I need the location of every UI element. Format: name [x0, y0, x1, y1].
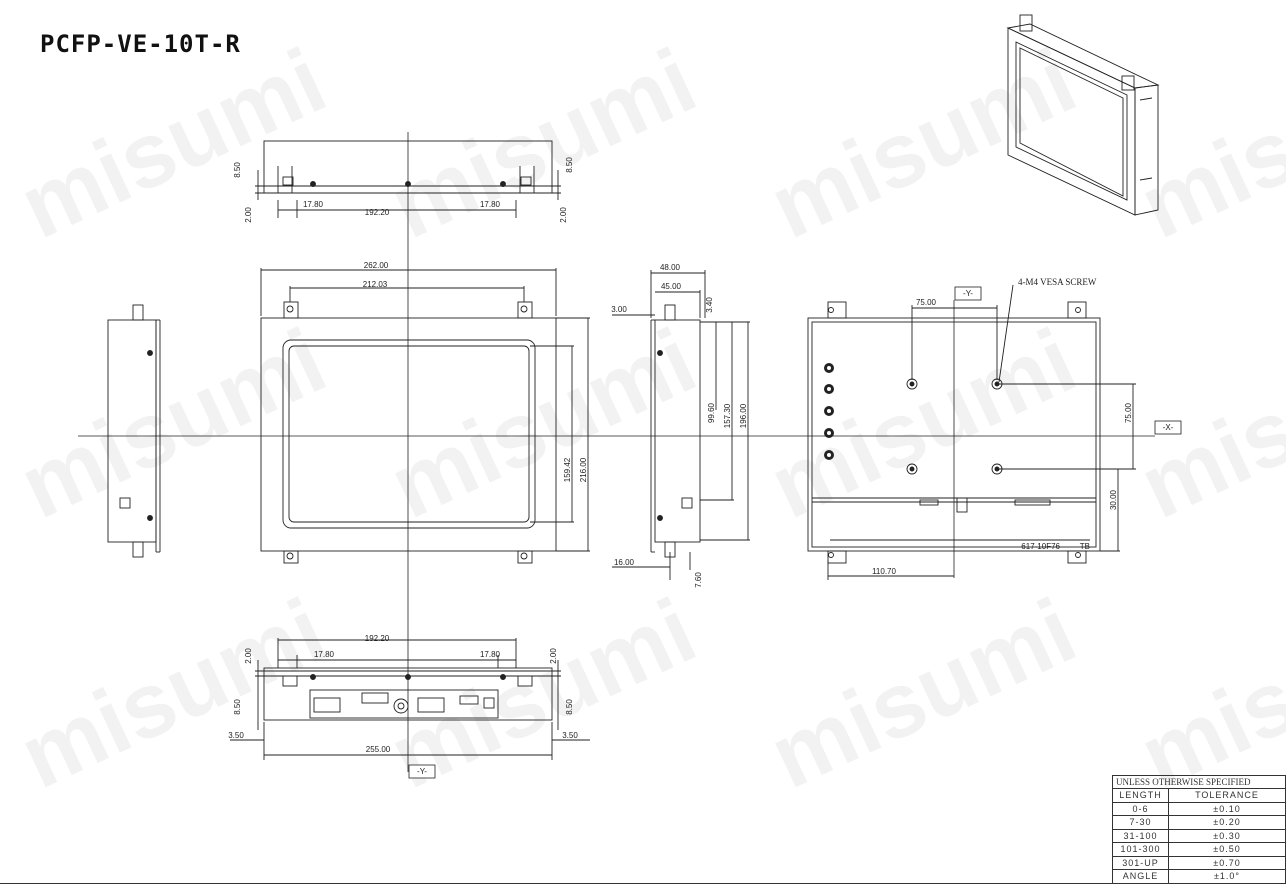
dim-label: 8.50: [233, 162, 242, 178]
length-cell: 7-30: [1113, 816, 1169, 829]
tolerance-row: 101-300 ±0.50: [1113, 843, 1285, 857]
dim-label: 2.00: [559, 207, 568, 223]
dim-label: 75.00: [916, 298, 937, 307]
rear-connectors: [824, 363, 834, 460]
length-column-header: LENGTH: [1113, 789, 1169, 802]
watermark: misumi: [375, 310, 710, 539]
watermark: misumi: [755, 310, 1090, 539]
tolerance-cell: ±0.10: [1213, 803, 1241, 814]
tb-label: TB: [1080, 542, 1090, 551]
dim-label: 8.50: [233, 699, 242, 715]
length-cell: 301-UP: [1113, 856, 1169, 869]
watermark: misumi: [1125, 580, 1286, 809]
top-view: [255, 140, 561, 218]
tolerance-row: 31-100 ±0.30: [1113, 829, 1285, 843]
dim-label: 3.00: [611, 305, 627, 314]
length-cell: 101-300: [1113, 843, 1169, 856]
dim-label: 48.00: [660, 263, 681, 272]
axis-y-label: -Y-: [417, 767, 427, 776]
center-lines: [78, 132, 1155, 772]
watermark: misumi: [755, 580, 1090, 809]
dim-label: 2.00: [549, 648, 558, 664]
rear-view: [807, 284, 1136, 580]
dim-label: 192.20: [365, 634, 390, 643]
vesa-screw-holes: [906, 378, 1003, 475]
watermark: misumi: [5, 310, 340, 539]
dim-label: 30.00: [1109, 489, 1118, 510]
dim-label: 110.70: [872, 567, 896, 576]
dim-label: 2.00: [244, 648, 253, 664]
watermarks: misumi misumi misumi misumi misumi misum…: [5, 30, 1286, 809]
title-block-border: [0, 883, 1286, 884]
dim-label: 159.42: [563, 457, 572, 482]
watermark: misumi: [375, 30, 710, 259]
watermark: misumi: [755, 30, 1090, 259]
dim-label: 255.00: [366, 745, 391, 754]
part-mark-label: 617-10F76: [1021, 542, 1060, 551]
tolerance-header: UNLESS OTHERWISE SPECIFIED: [1113, 776, 1285, 789]
tolerance-cell: ±0.50: [1213, 844, 1241, 854]
tolerance-table: UNLESS OTHERWISE SPECIFIED LENGTH TOLERA…: [1112, 775, 1286, 884]
tolerance-cell: ±0.70: [1213, 857, 1241, 868]
tolerance-row: 7-30 ±0.20: [1113, 816, 1285, 830]
dim-label: 216.00: [579, 457, 588, 482]
length-cell: ANGLE: [1113, 870, 1169, 883]
front-view: [260, 268, 590, 564]
dim-label: 17.80: [480, 200, 501, 209]
dim-label: 192.20: [365, 208, 390, 217]
dim-label: 99.60: [707, 402, 716, 423]
vesa-screw-label: 4-M4 VESA SCREW: [1018, 277, 1097, 287]
dim-label: 45.00: [661, 282, 682, 291]
dim-label: 196.00: [739, 403, 748, 428]
axis-y-label: -Y-: [963, 289, 973, 298]
tolerance-row: 0-6 ±0.10: [1113, 802, 1285, 816]
dim-label: 3.50: [562, 731, 578, 740]
dim-label: 262.00: [364, 261, 389, 270]
tolerance-column-header: TOLERANCE: [1195, 790, 1259, 800]
tolerance-column-headers: LENGTH TOLERANCE: [1113, 789, 1285, 803]
tolerance-cell: ±0.20: [1213, 817, 1241, 827]
dim-label: 17.80: [303, 200, 324, 209]
watermark: misumi: [1125, 310, 1286, 539]
axis-x-label: -X-: [1163, 423, 1174, 432]
dim-label: 17.80: [480, 650, 501, 659]
watermark: misumi: [5, 30, 340, 259]
tolerance-row: ANGLE ±1.0°: [1113, 870, 1285, 883]
tolerance-row: 301-UP ±0.70: [1113, 856, 1285, 870]
isometric-view: [1006, 14, 1160, 216]
dim-label: 16.00: [614, 558, 635, 567]
length-cell: 0-6: [1113, 802, 1169, 815]
watermark: misumi: [5, 580, 340, 809]
dim-label: 3.50: [228, 731, 244, 740]
bottom-view: [230, 638, 590, 760]
tolerance-cell: ±1.0°: [1213, 871, 1241, 881]
watermark: misumi: [1125, 30, 1286, 259]
left-side-view: [107, 304, 161, 558]
axis-markers: -Y- -Y- -X-: [408, 286, 1182, 779]
dim-label: 7.60: [694, 572, 703, 588]
dim-label: 8.50: [565, 157, 574, 173]
dim-label: 75.00: [1124, 402, 1133, 423]
dim-label: 212.03: [363, 280, 388, 289]
tolerance-cell: ±0.30: [1213, 830, 1241, 841]
dim-label: 157.30: [723, 403, 732, 428]
dim-label: 17.80: [314, 650, 335, 659]
right-side-view: [612, 270, 750, 580]
dim-label: 3.40: [705, 297, 714, 313]
length-cell: 31-100: [1113, 829, 1169, 842]
dim-label: 2.00: [244, 207, 253, 223]
drawing-title: PCFP-VE-10T-R: [40, 30, 241, 58]
dim-label: 8.50: [565, 699, 574, 715]
